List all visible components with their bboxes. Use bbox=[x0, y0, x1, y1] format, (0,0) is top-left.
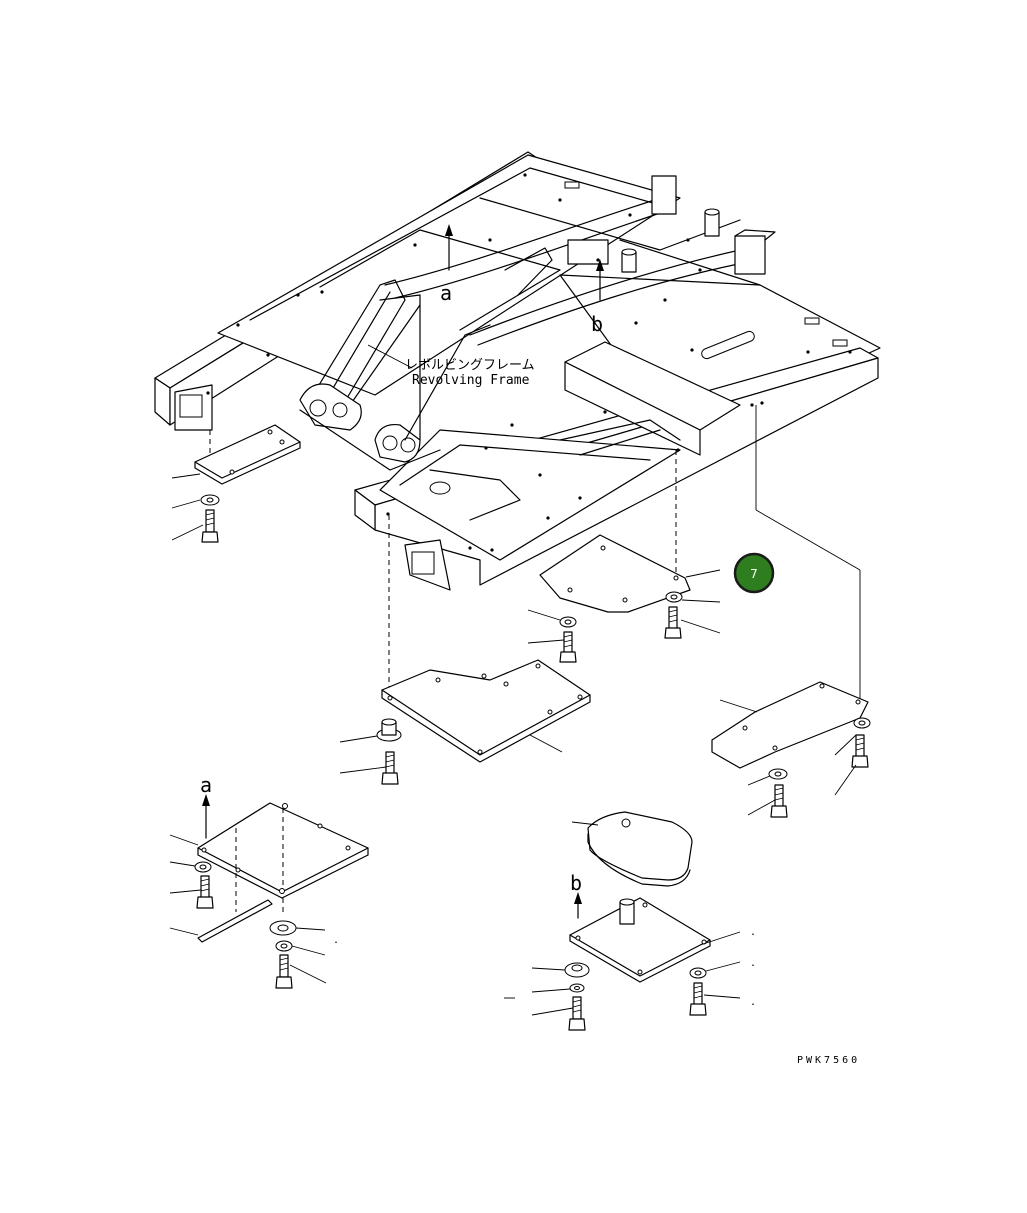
view-marker-b-top: b bbox=[591, 312, 603, 336]
drawing-code: PWK7560 bbox=[797, 1055, 860, 1066]
center-large-cover bbox=[339, 515, 591, 785]
rounded-pad bbox=[571, 811, 693, 887]
right-front-cover bbox=[527, 450, 721, 663]
view-marker-a-top: a bbox=[440, 281, 452, 305]
svg-text:.: . bbox=[750, 958, 759, 969]
left-small-cover bbox=[171, 424, 301, 543]
frame-label-leader bbox=[367, 344, 413, 369]
view-b-assembly: b . . . bbox=[504, 871, 759, 1031]
view-marker-a-bottom: a bbox=[200, 773, 212, 797]
frame-label-en: Revolving Frame bbox=[412, 373, 530, 388]
part-number-badge-label: 7 bbox=[750, 567, 758, 581]
svg-text:.: . bbox=[750, 997, 759, 1008]
view-arrow-b-top bbox=[596, 259, 604, 301]
svg-text:.: . bbox=[750, 927, 759, 938]
view-marker-b-bottom: b bbox=[570, 871, 582, 895]
revolving-frame bbox=[154, 151, 881, 591]
right-rear-cover bbox=[711, 405, 871, 818]
view-a-assembly: a . bbox=[169, 773, 369, 989]
svg-text:.: . bbox=[333, 935, 342, 946]
view-arrow-a-top bbox=[445, 224, 453, 271]
part-number-badge[interactable]: 7 bbox=[733, 552, 775, 594]
frame-label-jp: レボルビングフレーム bbox=[405, 358, 535, 373]
